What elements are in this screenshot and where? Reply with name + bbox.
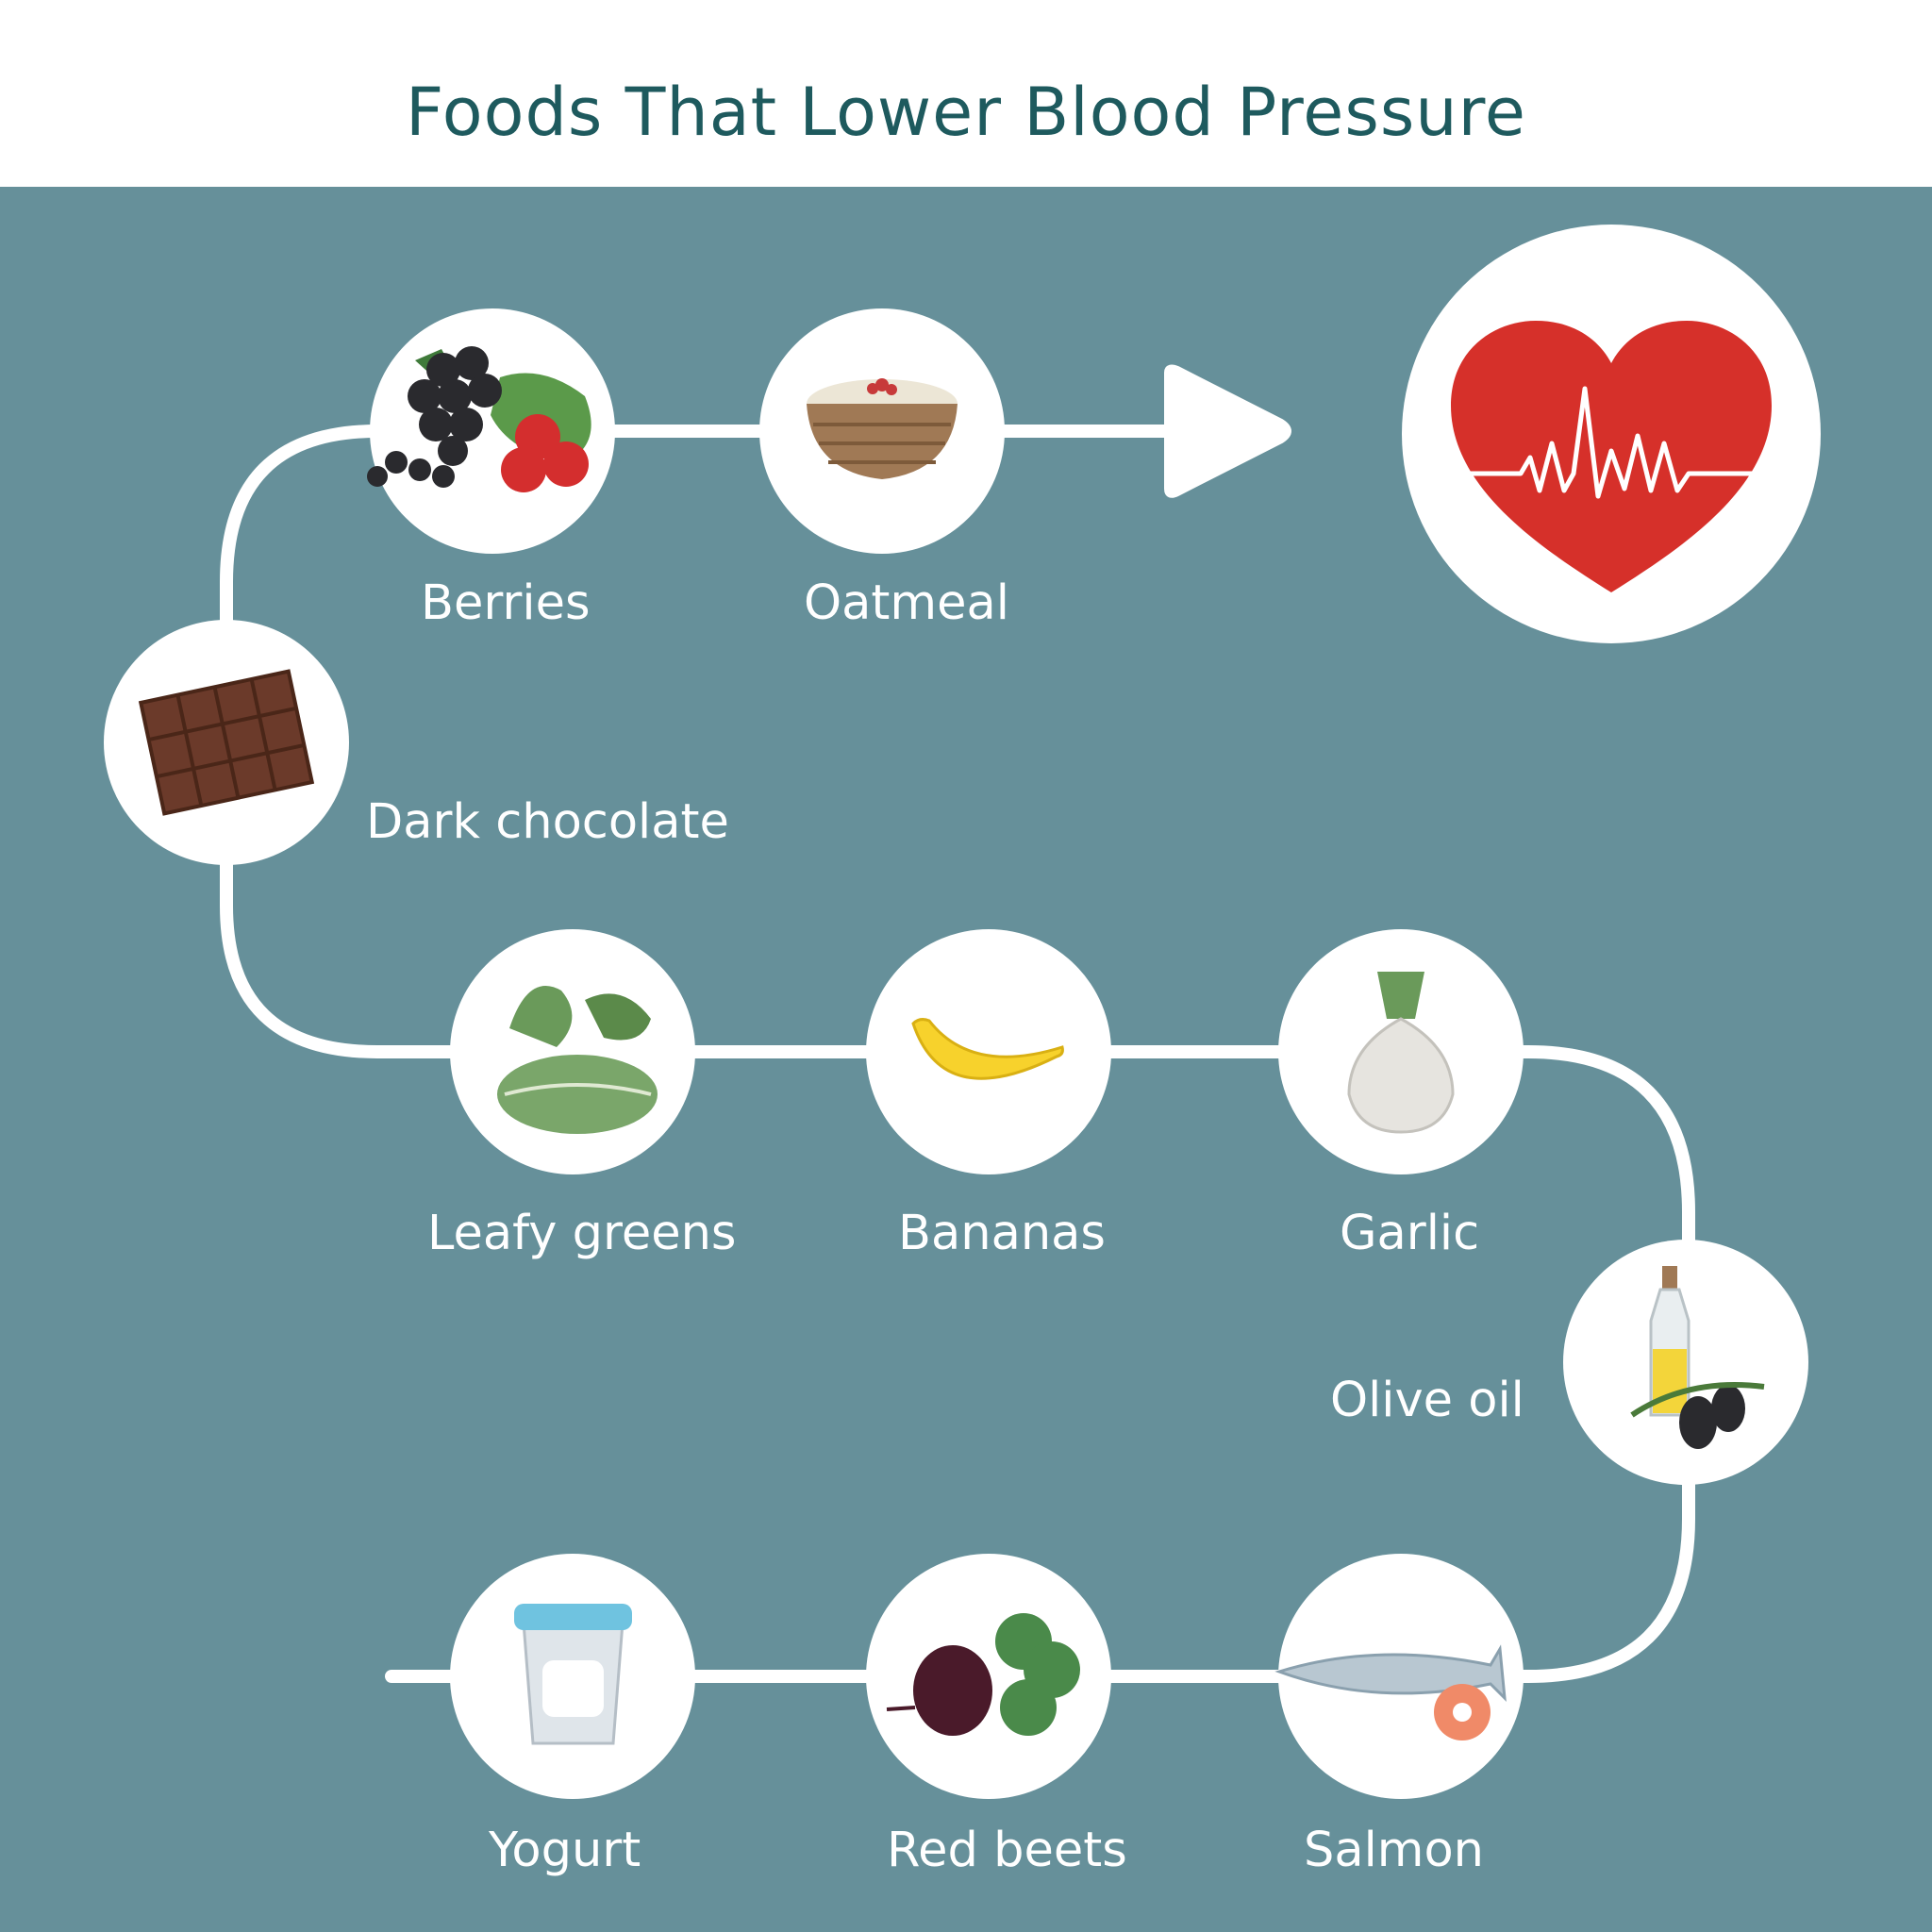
olive-oil-icon bbox=[1563, 1240, 1808, 1485]
label-leafy-greens: Leafy greens bbox=[427, 1206, 737, 1261]
garlic-icon bbox=[1278, 929, 1524, 1174]
connector-path bbox=[220, 425, 1695, 1683]
yogurt-icon bbox=[450, 1554, 695, 1799]
label-garlic: Garlic bbox=[1340, 1206, 1480, 1261]
banana-icon bbox=[866, 929, 1111, 1174]
header: Foods That Lower Blood Pressure bbox=[0, 0, 1932, 187]
label-red-beets: Red beets bbox=[887, 1823, 1127, 1878]
label-berries: Berries bbox=[421, 575, 591, 631]
page-title: Foods That Lower Blood Pressure bbox=[406, 74, 1526, 151]
chocolate-bar-icon bbox=[104, 620, 349, 865]
heartbeat-heart-icon bbox=[1402, 225, 1821, 643]
leafy-greens-icon bbox=[450, 929, 695, 1174]
arrow-icon bbox=[1164, 364, 1291, 498]
label-salmon: Salmon bbox=[1304, 1823, 1485, 1878]
salmon-icon bbox=[1274, 1554, 1524, 1799]
label-oatmeal: Oatmeal bbox=[804, 575, 1009, 631]
label-olive-oil: Olive oil bbox=[1330, 1373, 1524, 1428]
beet-icon bbox=[866, 1554, 1111, 1799]
oatmeal-bowl-icon bbox=[759, 308, 1005, 554]
label-dark-chocolate: Dark chocolate bbox=[366, 794, 729, 850]
berries-icon bbox=[367, 308, 615, 554]
label-yogurt: Yogurt bbox=[489, 1823, 641, 1878]
label-bananas: Bananas bbox=[898, 1206, 1106, 1261]
